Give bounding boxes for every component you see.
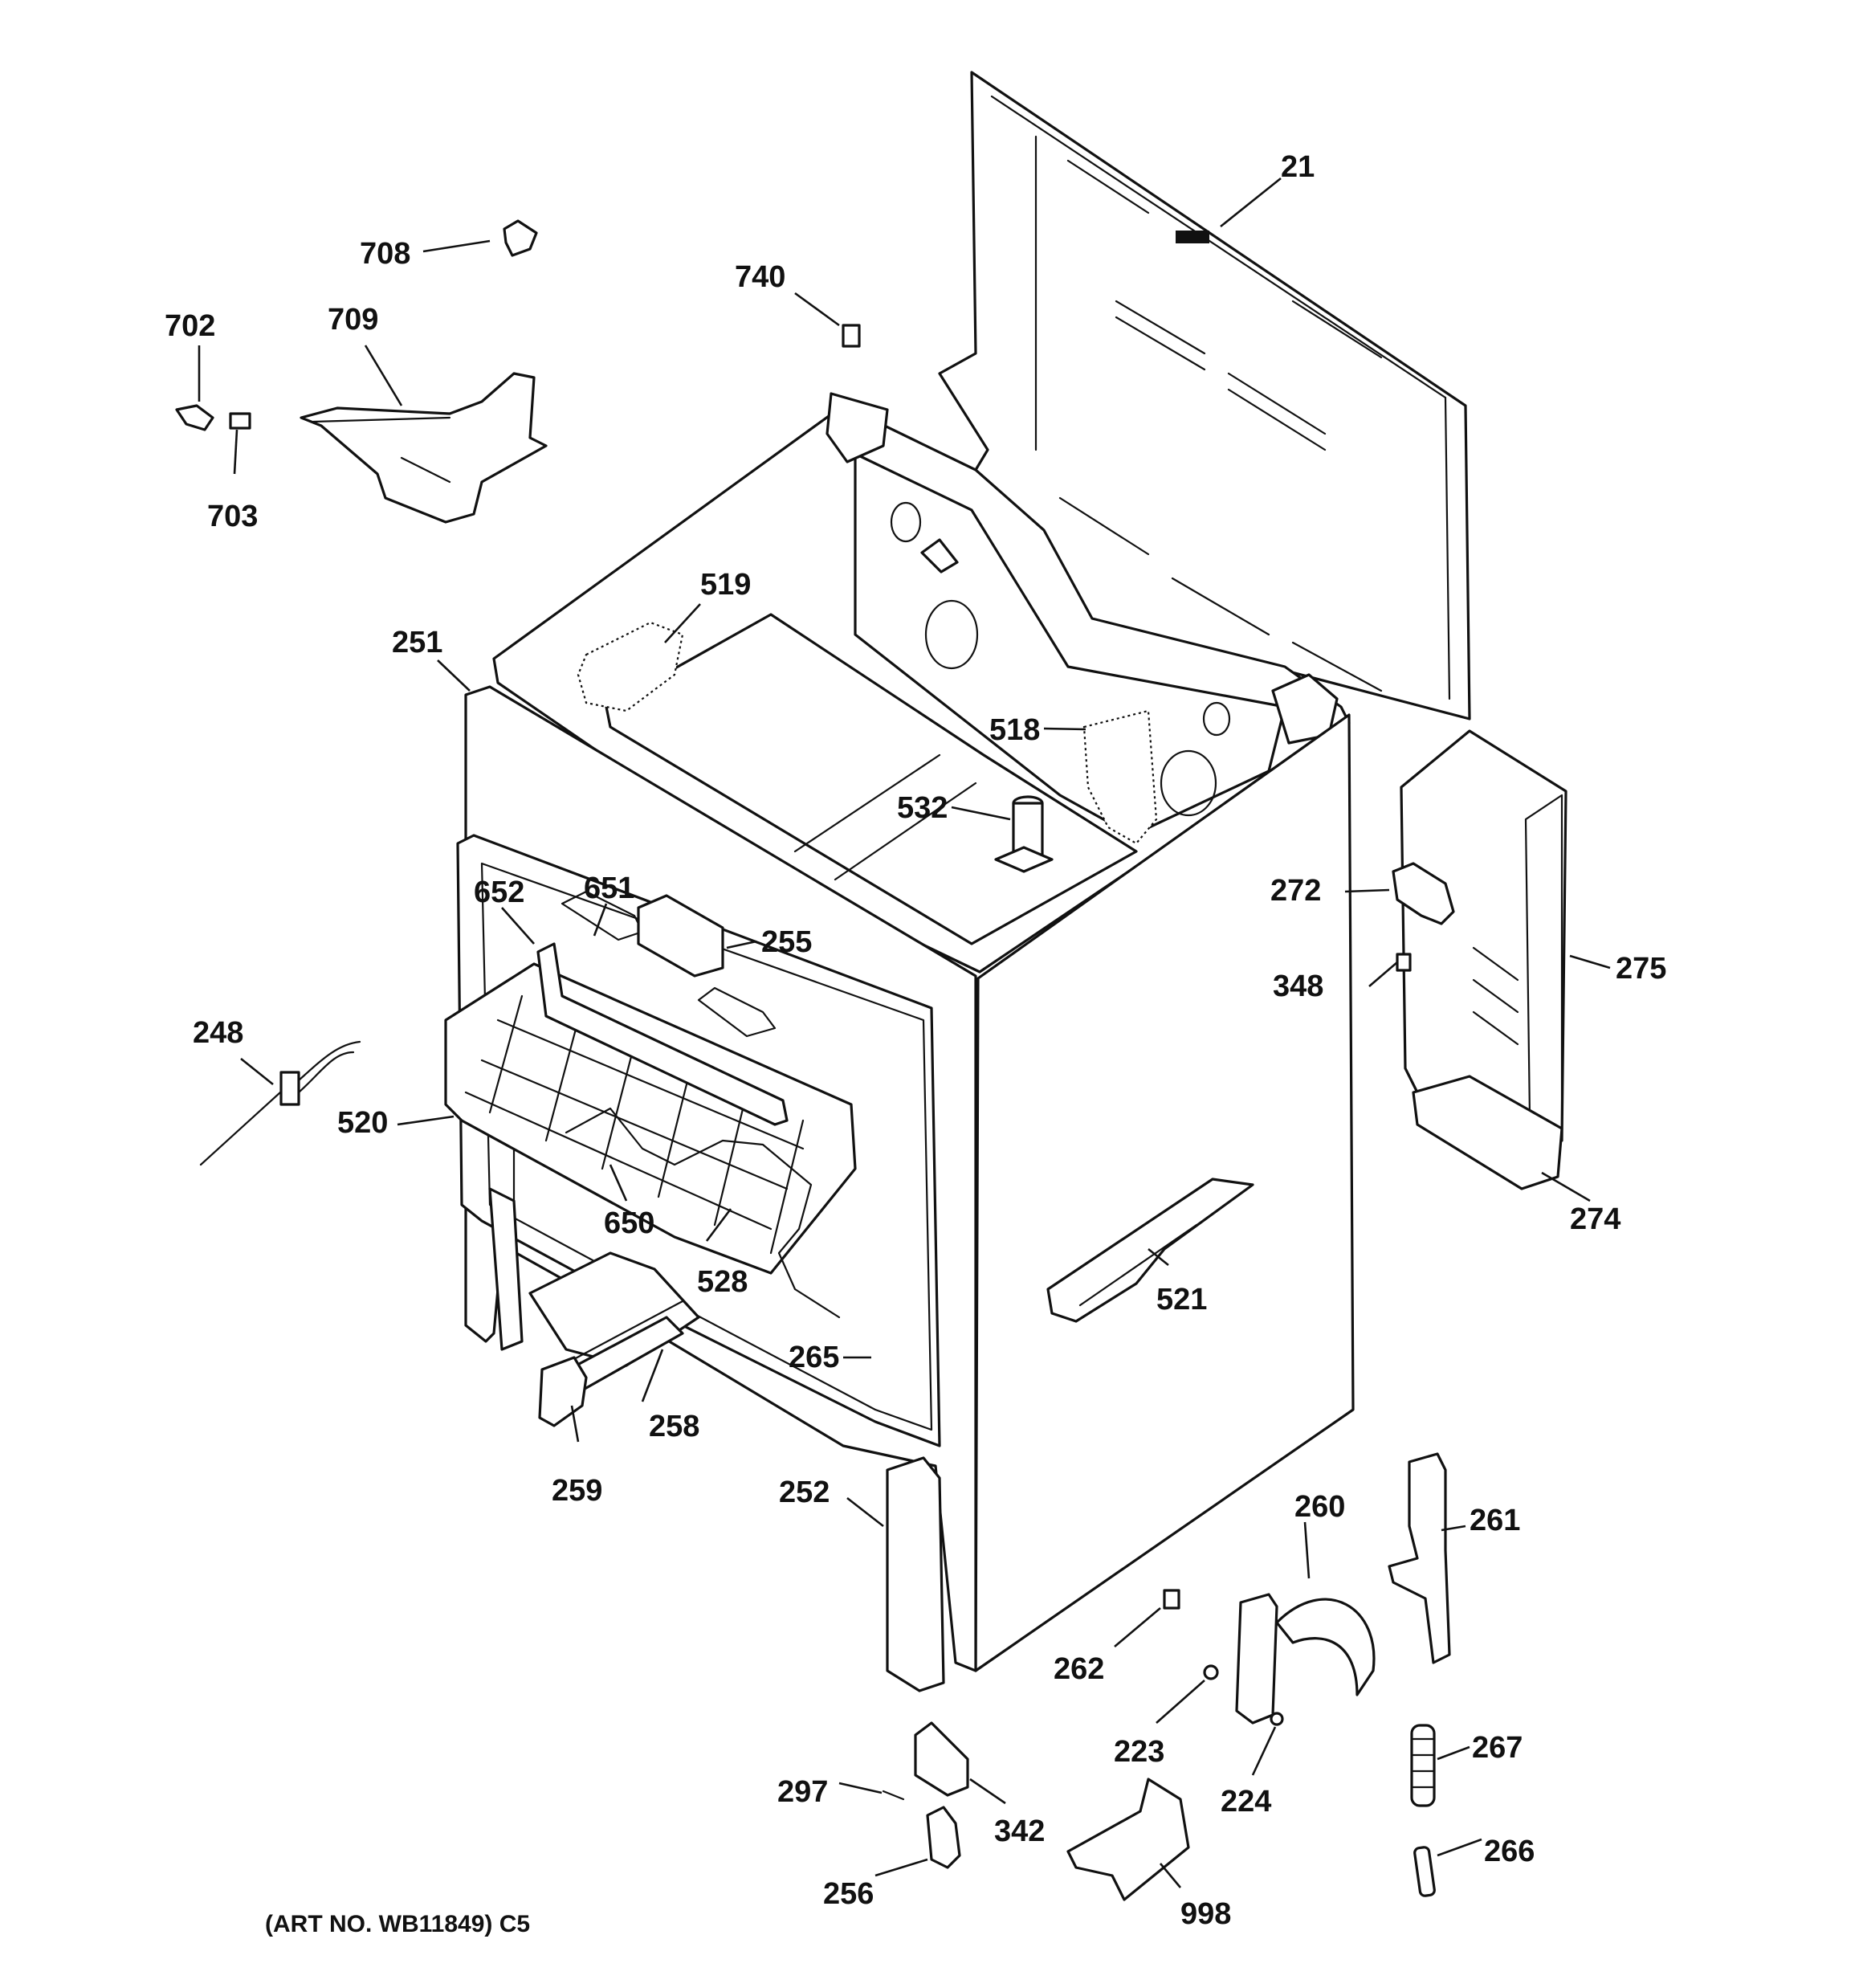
back-panel-part-21 bbox=[938, 71, 1471, 720]
terminal-block-part-272 bbox=[1392, 862, 1455, 925]
callout-708: 708 bbox=[360, 237, 410, 271]
callout-272: 272 bbox=[1270, 874, 1321, 908]
callout-342: 342 bbox=[994, 1815, 1045, 1848]
callout-703: 703 bbox=[207, 500, 258, 533]
callout-223: 223 bbox=[1114, 1735, 1164, 1769]
hinge-part-260 bbox=[1235, 1593, 1376, 1725]
probe-part-248 bbox=[199, 1040, 361, 1166]
link-part-266 bbox=[1413, 1846, 1436, 1897]
washer-part-224 bbox=[1270, 1712, 1284, 1726]
callout-266: 266 bbox=[1484, 1835, 1535, 1868]
callout-265: 265 bbox=[789, 1341, 839, 1374]
callout-528: 528 bbox=[697, 1265, 748, 1299]
callout-702: 702 bbox=[165, 309, 215, 343]
callout-21: 21 bbox=[1281, 150, 1315, 184]
callout-259: 259 bbox=[552, 1474, 602, 1508]
bracket-part-274 bbox=[1412, 1075, 1563, 1190]
callout-274: 274 bbox=[1570, 1202, 1620, 1236]
knob-part-702 bbox=[175, 404, 214, 431]
oven-rack-part-528 bbox=[444, 942, 857, 1275]
leveling-leg-part-256 bbox=[926, 1806, 961, 1869]
clip-part-740 bbox=[842, 324, 861, 348]
callout-251: 251 bbox=[392, 626, 442, 659]
clip-part-262 bbox=[1163, 1589, 1180, 1610]
callout-740: 740 bbox=[735, 260, 785, 294]
insulation-part-519 bbox=[577, 621, 684, 712]
callout-267: 267 bbox=[1472, 1731, 1523, 1765]
callout-519: 519 bbox=[700, 568, 751, 602]
art-number: (ART NO. WB11849) C5 bbox=[265, 1911, 530, 1937]
callout-248: 248 bbox=[193, 1016, 243, 1050]
callout-652: 652 bbox=[474, 876, 524, 909]
callout-252: 252 bbox=[779, 1476, 830, 1509]
clip-part-348 bbox=[1396, 953, 1412, 972]
callout-260: 260 bbox=[1294, 1490, 1345, 1524]
callout-518: 518 bbox=[989, 713, 1040, 747]
rear-wrapper-part-275 bbox=[1400, 729, 1567, 1142]
callout-262: 262 bbox=[1054, 1652, 1104, 1686]
hinge-part-261 bbox=[1388, 1452, 1451, 1664]
pin-part-297 bbox=[882, 1790, 905, 1801]
insulation-part-518 bbox=[1082, 709, 1158, 845]
callout-297: 297 bbox=[777, 1775, 828, 1809]
callout-709: 709 bbox=[328, 303, 378, 337]
callout-256: 256 bbox=[823, 1877, 874, 1911]
hinge-receiver-part-252 bbox=[886, 1456, 945, 1692]
drawer-bracket-part-259 bbox=[538, 1356, 588, 1427]
anti-tip-bracket-part-998 bbox=[1066, 1778, 1190, 1901]
callout-521: 521 bbox=[1156, 1283, 1207, 1316]
callout-532: 532 bbox=[897, 791, 948, 825]
receptacle-plate-part-255 bbox=[637, 894, 724, 978]
callout-651: 651 bbox=[584, 872, 634, 905]
leg-bracket-part-342 bbox=[914, 1721, 969, 1797]
bake-element-part-650 bbox=[565, 1107, 841, 1319]
callout-255: 255 bbox=[761, 925, 812, 959]
knob-part-703 bbox=[229, 412, 251, 430]
callout-998: 998 bbox=[1180, 1897, 1231, 1931]
callout-261: 261 bbox=[1470, 1504, 1520, 1537]
sensor-part-532 bbox=[994, 795, 1054, 873]
switch-part-708 bbox=[503, 219, 538, 257]
callout-650: 650 bbox=[604, 1206, 654, 1240]
leader-lines bbox=[198, 177, 1611, 1888]
callout-520: 520 bbox=[337, 1106, 388, 1140]
callout-348: 348 bbox=[1273, 970, 1323, 1003]
screw-part-223 bbox=[1203, 1664, 1219, 1680]
callout-224: 224 bbox=[1221, 1785, 1271, 1819]
spring-part-267 bbox=[1410, 1724, 1436, 1807]
latch-assembly-part-709 bbox=[300, 372, 548, 524]
callout-labels: 21 708 740 702 709 703 519 251 518 532 2… bbox=[165, 150, 1666, 1937]
callout-275: 275 bbox=[1616, 952, 1666, 986]
callout-258: 258 bbox=[649, 1410, 699, 1443]
